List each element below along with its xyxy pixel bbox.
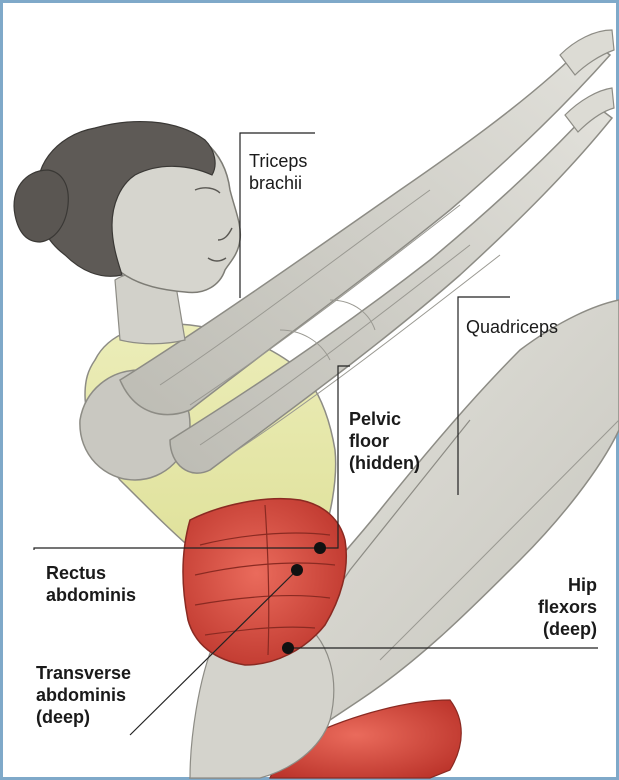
label-triceps-brachii: Triceps brachii (249, 150, 307, 194)
label-line: Transverse (36, 662, 131, 684)
label-line: floor (349, 430, 420, 452)
label-line: abdominis (36, 684, 131, 706)
label-line: (deep) (36, 706, 131, 728)
label-hip-flexors: Hip flexors (deep) (538, 574, 597, 640)
label-rectus-abdominis: Rectus abdominis (46, 562, 136, 606)
dot-rectus (291, 564, 303, 576)
label-line: Triceps (249, 150, 307, 172)
label-line: (deep) (538, 618, 597, 640)
label-line: abdominis (46, 584, 136, 606)
label-line: Pelvic (349, 408, 420, 430)
dot-hip-flexors (282, 642, 294, 654)
label-line: Rectus (46, 562, 136, 584)
label-line: flexors (538, 596, 597, 618)
label-line: Quadriceps (466, 316, 558, 338)
label-line: brachii (249, 172, 307, 194)
label-quadriceps: Quadriceps (466, 316, 558, 338)
label-line: Hip (538, 574, 597, 596)
label-line: (hidden) (349, 452, 420, 474)
dot-pelvic-floor (314, 542, 326, 554)
label-transverse-abdominis: Transverse abdominis (deep) (36, 662, 131, 728)
label-pelvic-floor: Pelvic floor (hidden) (349, 408, 420, 474)
